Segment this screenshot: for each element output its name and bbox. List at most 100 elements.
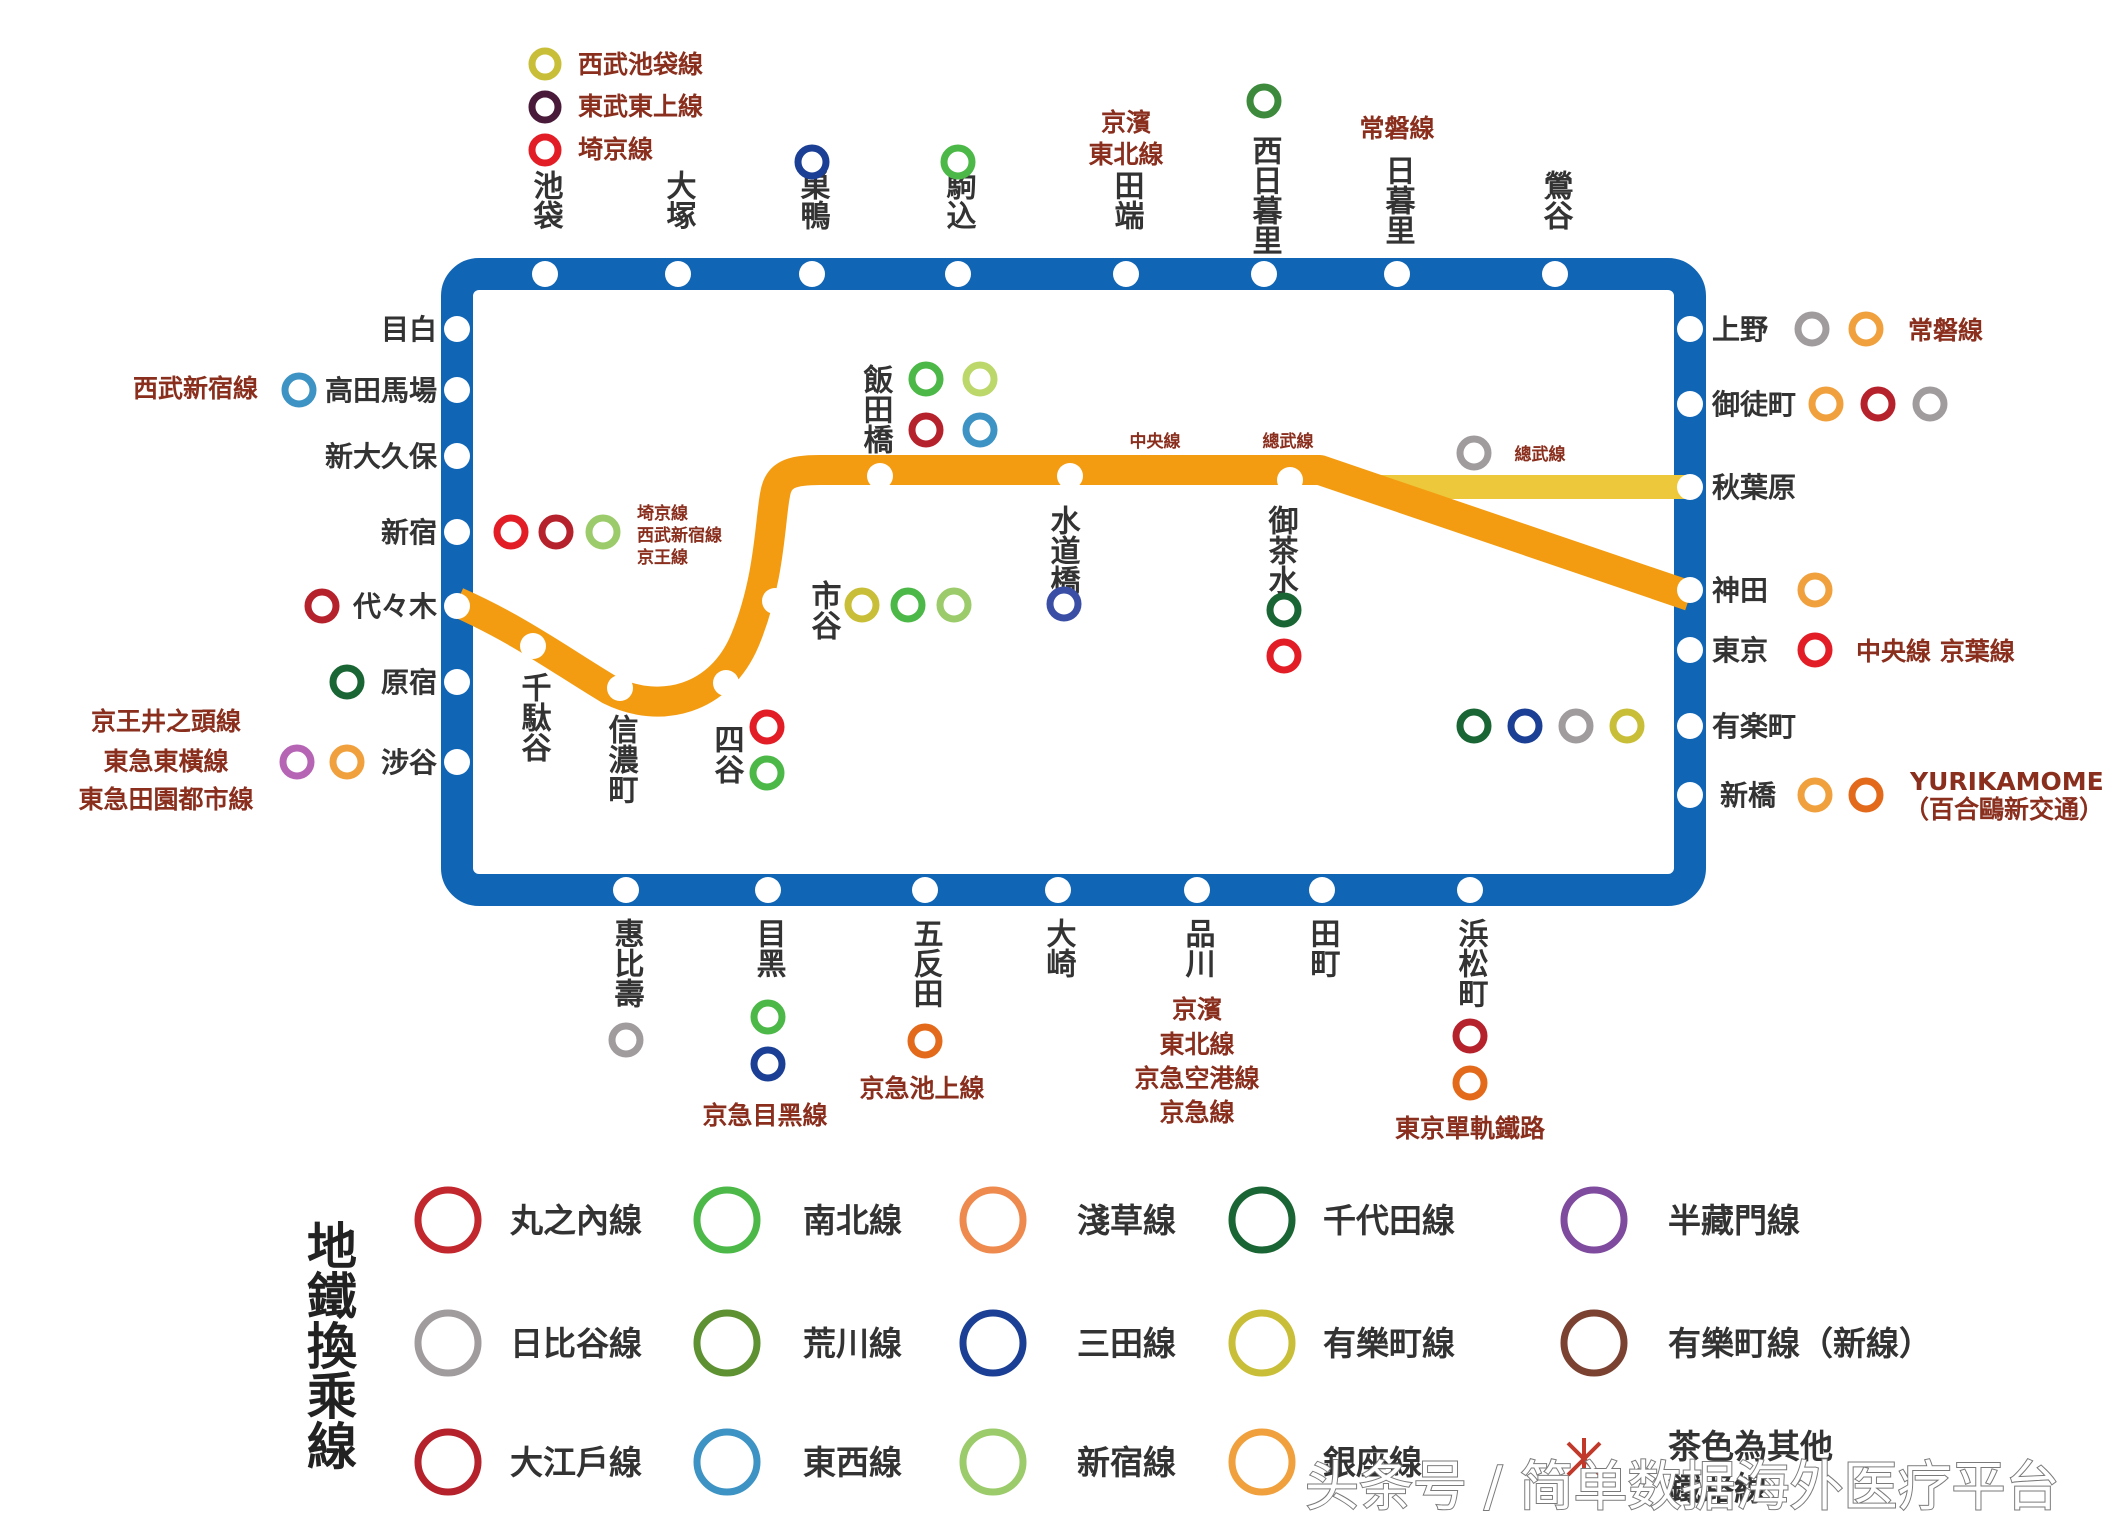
station-dot-shimbashi[interactable] — [1677, 782, 1703, 808]
ring-yurakucho-chiyoda — [1456, 708, 1492, 744]
station-kanda: 神田 — [1712, 574, 1768, 607]
station-dot-ikebukuro[interactable] — [532, 261, 558, 287]
station-dot-mejiro[interactable] — [444, 316, 470, 342]
station-dot-shibuya[interactable] — [444, 749, 470, 775]
ring-ichigaya-namboku — [890, 587, 926, 623]
station-dot-shinanomachi[interactable] — [607, 675, 633, 701]
other-lines-icon — [1566, 1438, 1602, 1480]
xfer-shinjuku-3: 京王線 — [637, 547, 688, 568]
xfer-shimbashi-1: YURIKAMOME — [1909, 767, 2104, 796]
legend-ring-yurakucho — [1228, 1309, 1296, 1377]
station-dot-shinjuku[interactable] — [444, 519, 470, 545]
station-dot-gotanda[interactable] — [912, 877, 938, 903]
station-dot-tokyo[interactable] — [1677, 637, 1703, 663]
station-dot-yotsuya[interactable] — [713, 670, 739, 696]
xfer-takadanobaba: 西武新宿線 — [133, 374, 258, 403]
station-harajuku: 原宿 — [381, 666, 437, 699]
station-names-right: 上野 御徒町 秋葉原 神田 東京 有楽町 新橋 — [1711, 313, 1796, 812]
station-dot-komagome[interactable] — [945, 261, 971, 287]
station-shinjuku: 新宿 — [381, 516, 437, 549]
station-dot-takadanobaba[interactable] — [444, 377, 470, 403]
station-dot-yurakucho[interactable] — [1677, 713, 1703, 739]
ring-yotsuya-marunouchi — [749, 709, 785, 745]
xfer-tokyo: 中央線 京葉線 — [1856, 637, 2015, 666]
chuo-line — [450, 455, 1695, 717]
xfer-shibuya-3: 東急田園都市線 — [78, 785, 253, 814]
station-ichigaya: 市谷 — [806, 579, 842, 640]
ring-iidabashi-oedo — [908, 412, 944, 448]
xfer-shinagawa-1: 京濱 — [1172, 995, 1222, 1024]
legend-ring-marunouchi — [414, 1186, 482, 1254]
xfer-tabata-1: 京濱 — [1101, 108, 1151, 137]
legend-ring-asakusa — [959, 1186, 1027, 1254]
station-dot-osaki[interactable] — [1045, 877, 1071, 903]
station-dot-sugamo[interactable] — [799, 261, 825, 287]
ring-iidabashi-namboku — [908, 361, 944, 397]
station-shinanomachi: 信濃町 — [603, 714, 639, 804]
station-dot-kanda[interactable] — [1677, 577, 1703, 603]
legend-ring-hibiya — [414, 1309, 482, 1377]
station-shinokubo: 新大久保 — [325, 440, 438, 473]
xfer-ikebukuro-2: 東武東上線 — [578, 92, 703, 121]
station-dot-meguro[interactable] — [755, 877, 781, 903]
other-lines-note-1: 茶色為其他 — [1668, 1427, 1833, 1466]
station-nishinippori: 西日暮里 — [1247, 135, 1283, 255]
legend: 地鐵換乘線 丸之內線 南北線 淺草線 千代田線 半藏門線 日比谷線 荒川線 — [299, 1186, 1932, 1508]
ring-harajuku-chiyoda — [329, 664, 365, 700]
station-uguisudani: 鶯谷 — [1538, 170, 1574, 230]
station-meguro: 目黑 — [751, 918, 787, 978]
station-sugamo: 巣鴨 — [795, 170, 831, 230]
station-gotanda: 五反田 — [908, 918, 944, 1008]
legend-label-asakusa: 淺草線 — [1077, 1201, 1176, 1240]
station-otsuka: 大塚 — [661, 170, 697, 230]
station-ochanomizu: 御茶水 — [1263, 505, 1300, 595]
legend-ring-chiyoda — [1228, 1186, 1296, 1254]
ring-ebisu-hibiya — [608, 1022, 644, 1058]
station-dot-iidabashi[interactable] — [867, 463, 893, 489]
xfer-ueno: 常磐線 — [1908, 316, 1983, 345]
legend-label-yurakucho-new: 有樂町線（新線） — [1668, 1324, 1932, 1363]
station-dot-otsuka[interactable] — [665, 261, 691, 287]
ring-suidobashi-mita — [1046, 586, 1082, 622]
station-dot-ueno[interactable] — [1677, 316, 1703, 342]
xfer-shibuya-1: 京王井之頭線 — [91, 707, 241, 736]
station-dot-ebisu[interactable] — [613, 877, 639, 903]
station-dot-akihabara[interactable] — [1677, 474, 1703, 500]
station-dot-shinagawa[interactable] — [1184, 877, 1210, 903]
ring-sugamo-mita — [794, 144, 830, 180]
station-dot-tabata[interactable] — [1113, 261, 1139, 287]
legend-label-tozai: 東西線 — [803, 1443, 902, 1482]
station-dot-tamachi[interactable] — [1309, 877, 1335, 903]
station-names-top: 池袋 大塚 巣鴨 駒込 田端 西日暮里 日暮里 鶯谷 — [528, 135, 1574, 255]
ring-yotsuya-namboku — [749, 755, 785, 791]
station-dot-suidobashi[interactable] — [1057, 463, 1083, 489]
station-dot-nishinippori[interactable] — [1251, 261, 1277, 287]
ring-ueno-hibiya — [1794, 311, 1830, 347]
ring-meguro-namboku — [750, 999, 786, 1035]
legend-label-yurakucho: 有樂町線 — [1323, 1324, 1455, 1363]
ring-gotanda-asakusa — [907, 1023, 943, 1059]
station-dot-ochanomizu[interactable] — [1277, 467, 1303, 493]
ring-okachimachi-oedo — [1860, 386, 1896, 422]
ring-shinjuku-shinjuku — [585, 514, 621, 550]
xfer-sobu-line-1: 總武線 — [1263, 431, 1314, 452]
legend-ring-mita — [959, 1309, 1027, 1377]
station-dot-hamamatsucho[interactable] — [1457, 877, 1483, 903]
xfer-ikebukuro-3: 埼京線 — [578, 135, 653, 164]
station-dot-sendagaya[interactable] — [520, 633, 546, 659]
ring-ikebukuro-saikyo — [528, 133, 562, 167]
station-dot-shinokubo[interactable] — [444, 443, 470, 469]
station-dot-harajuku[interactable] — [444, 669, 470, 695]
station-dot-yoyogi[interactable] — [444, 593, 470, 619]
station-dot-okachimachi[interactable] — [1677, 391, 1703, 417]
station-dot-uguisudani[interactable] — [1542, 261, 1568, 287]
station-yotsuya: 四谷 — [709, 724, 745, 784]
ring-yurakucho-mita — [1507, 708, 1543, 744]
ring-shibuya-ginza — [329, 744, 365, 780]
station-dot-nippori[interactable] — [1384, 261, 1410, 287]
station-names-chuo: 千駄谷 信濃町 四谷 市谷 飯田橋 水道橋 御茶水 — [516, 363, 1300, 804]
legend-label-shinjuku: 新宿線 — [1077, 1443, 1176, 1482]
station-dot-ichigaya[interactable] — [762, 588, 788, 614]
station-names-left: 目白 高田馬場 新大久保 新宿 代々木 原宿 涉谷 — [325, 313, 438, 779]
